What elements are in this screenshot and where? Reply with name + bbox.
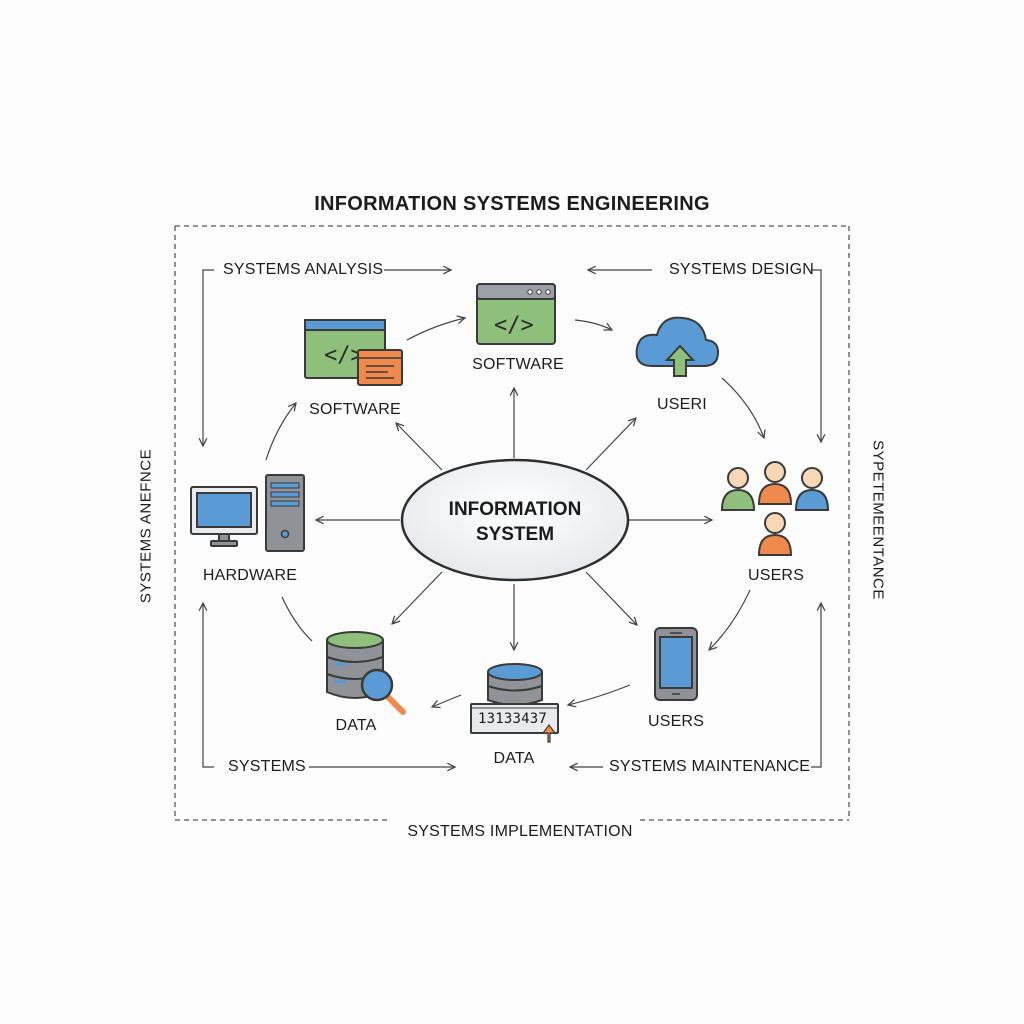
- node-label-users-phone: USERS: [647, 713, 705, 730]
- label-side-right: SYPETEMEENTANCE: [869, 440, 887, 600]
- cycle-arcs: [265, 318, 764, 707]
- node-label-software-top: SOFTWARE: [472, 356, 564, 373]
- svg-text:</>: </>: [494, 313, 534, 338]
- dashed-frame: [174, 225, 850, 821]
- hub-line-2: SYSTEM: [475, 524, 555, 545]
- database-record-icon: [470, 663, 559, 743]
- label-systems: SYSTEMS: [228, 758, 306, 775]
- smartphone-icon: [654, 627, 698, 701]
- hub-line-1: INFORMATION: [448, 499, 582, 520]
- code-editor-icon: </>: [304, 319, 403, 386]
- node-label-software-left: SOFTWARE: [309, 401, 401, 418]
- node-label-users-group: USERS: [747, 567, 805, 584]
- node-label-data-bottom: DATA: [493, 750, 535, 767]
- database-search-icon: [326, 631, 406, 715]
- cloud-upload-icon: [635, 316, 720, 377]
- node-label-data-left: DATA: [335, 717, 377, 734]
- node-label-hardware: HARDWARE: [202, 567, 298, 584]
- hub-ellipse: [400, 458, 630, 582]
- desktop-computer-icon: [190, 474, 305, 552]
- user-group-icon: [720, 461, 830, 556]
- label-systems-implementation: SYSTEMS IMPLEMENTATION: [407, 823, 633, 840]
- label-systems-maintenance: SYSTEMS MAINTENANCE: [609, 758, 811, 775]
- hub-spokes: [316, 388, 712, 650]
- label-systems-design: SYSTEMS DESIGN: [669, 261, 815, 278]
- hub-label: INFORMATION SYSTEM: [415, 497, 615, 547]
- frame-arrows: [203, 270, 821, 767]
- code-window-icon: </>: [476, 283, 556, 345]
- node-label-cloud: USERI: [657, 396, 707, 413]
- label-systems-analysis: SYSTEMS ANALYSIS: [223, 261, 384, 278]
- data-record-readout: 13133437: [478, 711, 548, 727]
- page-title: INFORMATION SYSTEMS ENGINEERING: [314, 193, 710, 215]
- label-side-left: SYSTEMS ANEFNCE: [137, 448, 155, 604]
